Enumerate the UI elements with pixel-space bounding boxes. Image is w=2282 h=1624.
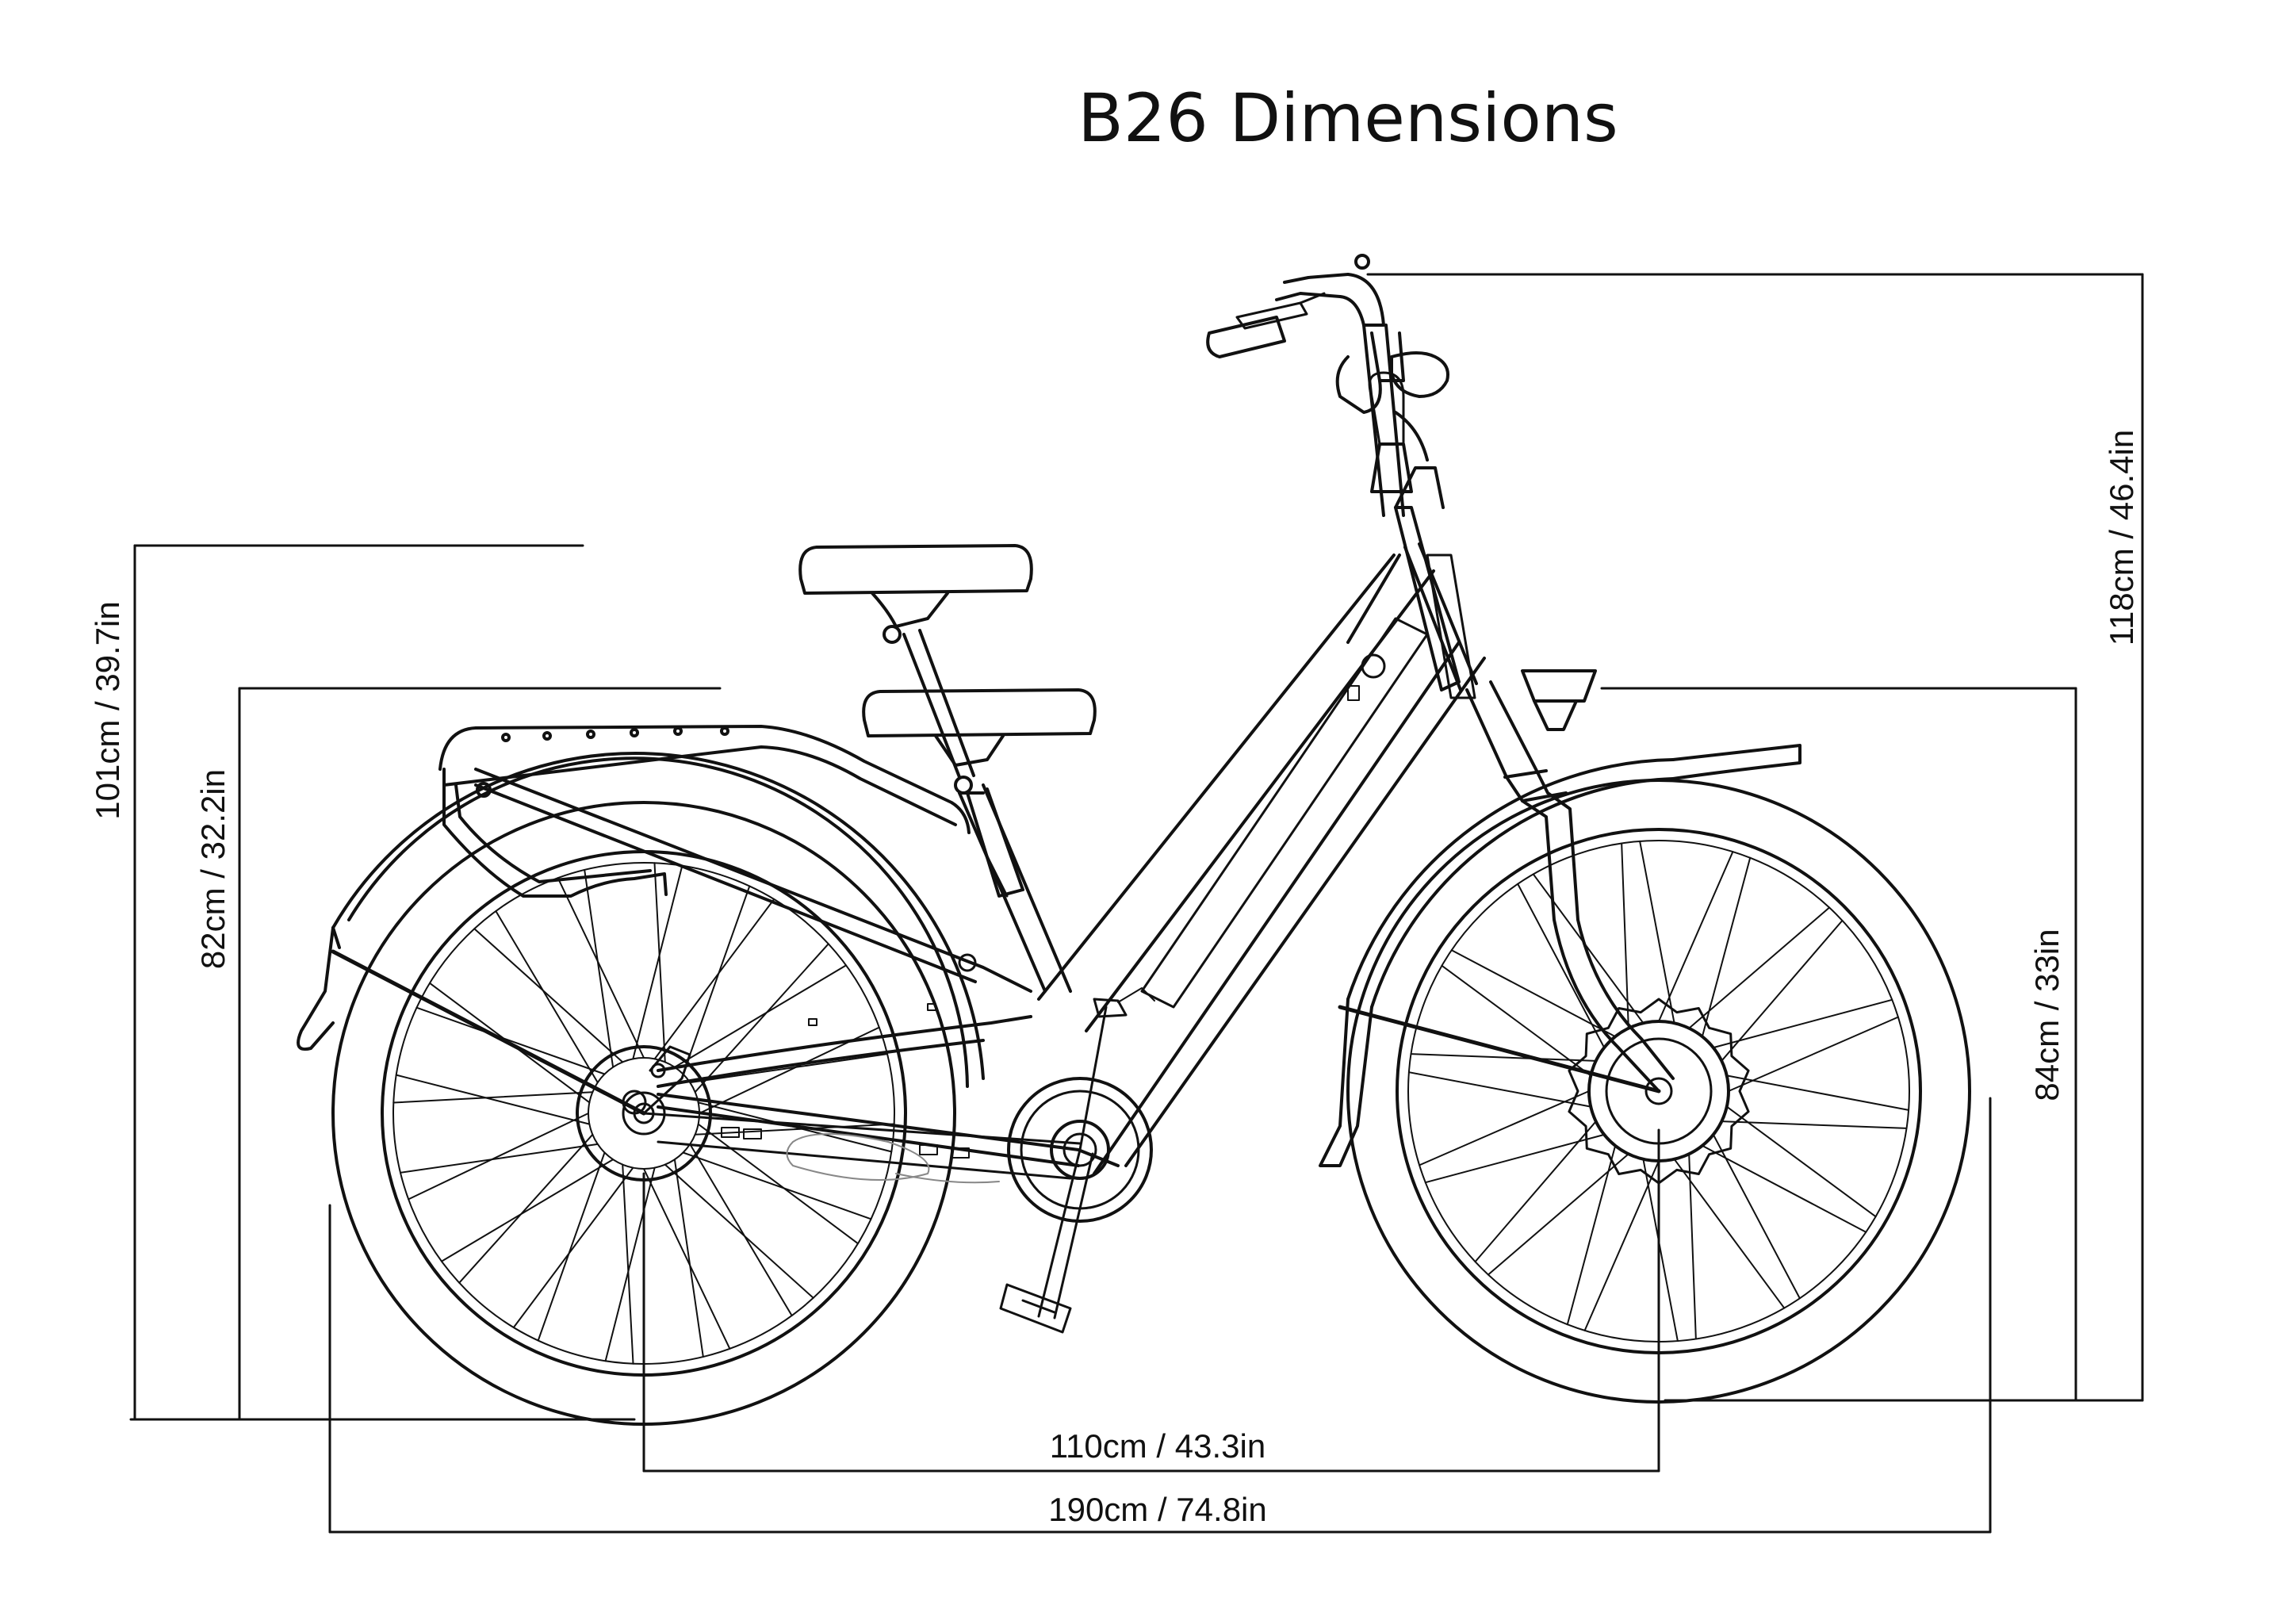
- spoke: [1419, 1090, 1590, 1166]
- spoke: [1639, 840, 1675, 1025]
- page-title: B26 Dimensions: [1078, 79, 1618, 157]
- spoke: [1450, 949, 1617, 1038]
- front-fender: [1319, 744, 1801, 1167]
- rear-rack: [438, 725, 1032, 993]
- label-overall-length: 190cm / 74.8in: [1048, 1491, 1267, 1528]
- spoke: [395, 1074, 591, 1125]
- spoke: [673, 964, 848, 1068]
- crankset: [999, 987, 1155, 1334]
- rear-wheel: [331, 801, 956, 1426]
- spoke: [1721, 1120, 1908, 1129]
- spoke: [1728, 1016, 1899, 1092]
- spoke: [673, 1159, 704, 1358]
- spoke: [1424, 1133, 1606, 1184]
- spoke: [643, 1168, 731, 1350]
- spoke: [1441, 964, 1592, 1077]
- fork-and-stem: [1206, 254, 1675, 1093]
- label-seat-height-max: 101cm / 39.7in: [89, 601, 126, 820]
- spoke: [1407, 1071, 1592, 1108]
- spoke: [694, 943, 829, 1094]
- spoke: [1721, 919, 1844, 1062]
- spoke: [1621, 842, 1629, 1029]
- spoke: [604, 1166, 656, 1362]
- spoke: [1517, 883, 1606, 1049]
- spoke: [1688, 906, 1831, 1029]
- spoke: [415, 1006, 606, 1075]
- spoke: [512, 1166, 634, 1328]
- spoke: [440, 1159, 615, 1262]
- spoke: [1688, 1153, 1697, 1340]
- spoke: [697, 1123, 859, 1245]
- label-front-height: 84cm / 33in: [2028, 929, 2066, 1101]
- spoke: [458, 1133, 594, 1284]
- spoke: [537, 1151, 606, 1342]
- seat-low: [862, 688, 1097, 898]
- spoke: [584, 868, 615, 1068]
- spoke: [632, 864, 683, 1060]
- spoke: [682, 885, 751, 1075]
- spoke: [495, 910, 599, 1084]
- spoke: [682, 1151, 872, 1220]
- spoke: [1583, 1160, 1660, 1331]
- dimension-lines: [129, 273, 2144, 1534]
- spoke: [1701, 1144, 1867, 1233]
- spoke: [1658, 851, 1734, 1022]
- spoke: [653, 862, 666, 1063]
- label-wheelbase: 110cm / 43.3in: [1050, 1427, 1265, 1465]
- spoke: [664, 1163, 814, 1299]
- spoke: [557, 877, 645, 1059]
- spoke: [399, 1143, 599, 1174]
- spoke: [1712, 1133, 1801, 1300]
- spoke: [1410, 1053, 1597, 1062]
- spoke: [622, 1163, 634, 1365]
- spoke: [1725, 1074, 1910, 1111]
- label-seat-height-min: 82cm / 32.2in: [194, 769, 232, 969]
- spoke: [1474, 1120, 1597, 1263]
- spoke: [408, 1113, 589, 1201]
- spoke: [1673, 1158, 1786, 1309]
- spoke: [689, 1143, 793, 1317]
- spoke: [1701, 856, 1752, 1038]
- spoke: [1487, 1153, 1629, 1276]
- rear-fender: [297, 752, 985, 1088]
- spoke: [1566, 1144, 1617, 1326]
- spoke: [653, 898, 775, 1060]
- label-overall-height: 118cm / 46.4in: [2103, 430, 2140, 645]
- spoke: [689, 1053, 889, 1084]
- spoke: [1712, 998, 1893, 1049]
- spoke: [1725, 1105, 1877, 1218]
- frame: [331, 506, 1661, 1184]
- seat-high: [798, 544, 1033, 779]
- spoke: [1532, 873, 1644, 1025]
- spoke: [473, 928, 624, 1063]
- spoke: [1642, 1158, 1679, 1342]
- spoke: [392, 1091, 594, 1104]
- spoke: [694, 1123, 895, 1136]
